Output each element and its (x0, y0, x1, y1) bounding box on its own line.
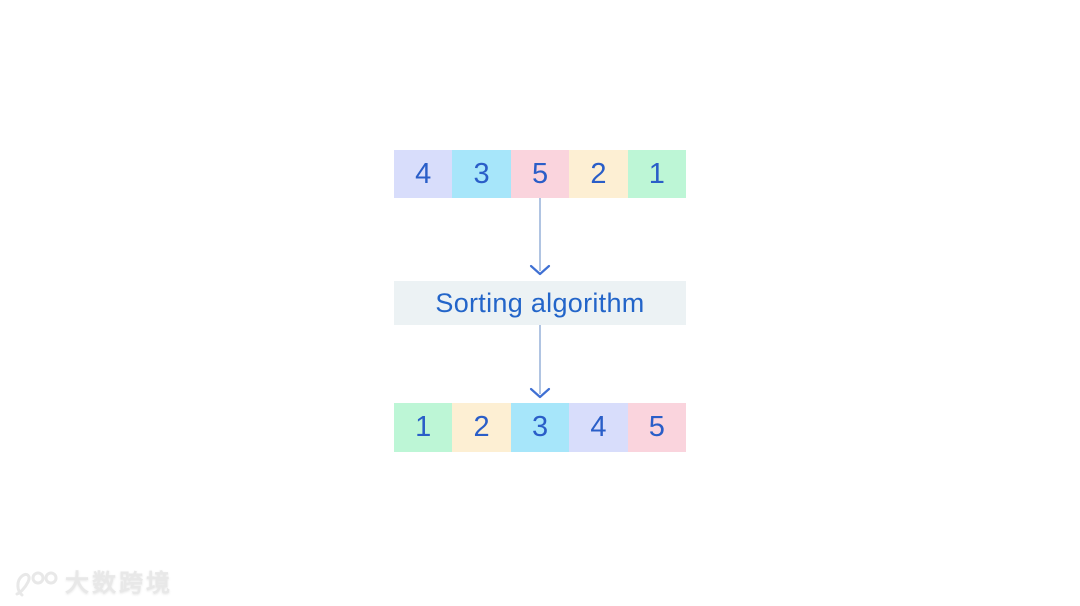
array-cell: 2 (569, 150, 628, 198)
watermark-logo-icon (14, 569, 58, 599)
watermark-brand-text: 大数跨境 (65, 570, 173, 597)
watermark: 大数跨境 (14, 569, 173, 599)
array-cell: 4 (569, 403, 628, 452)
array-cell: 2 (452, 403, 511, 452)
array-cell: 5 (627, 403, 687, 452)
array-cell: 1 (627, 150, 687, 198)
array-cell: 1 (394, 403, 453, 452)
down-arrow-icon (529, 325, 551, 399)
sorting-algorithm-label: Sorting algorithm (435, 287, 645, 318)
down-arrow-icon (529, 198, 551, 276)
array-cell: 5 (510, 150, 570, 198)
array-cell: 3 (510, 403, 570, 452)
array-cell: 3 (452, 150, 511, 198)
array-cell: 4 (394, 150, 453, 198)
sorted-array-row: 1 2 3 4 5 (394, 403, 687, 452)
sorting-algorithm-box: Sorting algorithm (394, 281, 686, 325)
unsorted-array-row: 4 3 5 2 1 (394, 150, 687, 198)
